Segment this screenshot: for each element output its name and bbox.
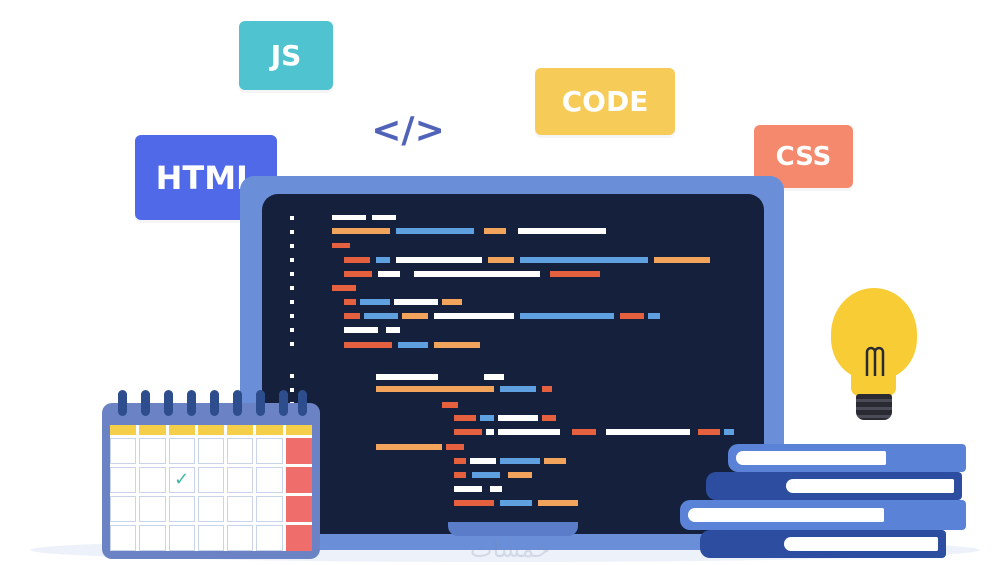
book-pages bbox=[688, 508, 884, 522]
calendar-day-cell bbox=[139, 525, 166, 551]
light-bulb-neck bbox=[851, 360, 896, 396]
calendar-weekend-cell bbox=[285, 467, 312, 493]
laptop-screen bbox=[262, 194, 764, 534]
calendar-grid: ✓ bbox=[110, 425, 312, 551]
calendar-day-cell bbox=[197, 496, 225, 522]
calendar-day-cell bbox=[256, 467, 283, 493]
js-tag: JS bbox=[239, 21, 333, 90]
code-bars bbox=[332, 215, 734, 506]
calendar-ring bbox=[210, 390, 219, 416]
watermark: خمسات bbox=[420, 534, 600, 564]
calendar-ring bbox=[187, 390, 196, 416]
code-lines-graphic bbox=[290, 215, 734, 506]
calendar-ring bbox=[279, 390, 288, 416]
watermark-text: خمسات bbox=[469, 535, 551, 563]
js-tag-label: JS bbox=[270, 39, 302, 72]
calendar-header-cell bbox=[227, 425, 254, 435]
line-number-gutter bbox=[290, 216, 294, 420]
calendar-ring bbox=[164, 390, 173, 416]
calendar-day-cell bbox=[197, 525, 225, 551]
calendar-header-cell bbox=[256, 425, 283, 435]
code-brackets-label: </> bbox=[371, 109, 445, 151]
calendar-weekend-cell bbox=[285, 438, 312, 464]
book-pages bbox=[736, 451, 886, 465]
calendar-weekend-cell bbox=[285, 525, 312, 551]
calendar-ring bbox=[141, 390, 150, 416]
calendar-day-cell bbox=[256, 438, 283, 464]
book-pages bbox=[786, 479, 954, 493]
calendar-ring bbox=[118, 390, 127, 416]
calendar-header-cell bbox=[285, 425, 312, 435]
calendar-day-cell bbox=[139, 438, 166, 464]
laptop-touchpad-notch bbox=[448, 522, 578, 536]
code-brackets-icon: </> bbox=[370, 105, 446, 155]
calendar-day-cell-checked: ✓ bbox=[168, 467, 195, 493]
calendar-day-cell bbox=[256, 496, 283, 522]
html-tag-label: HTML bbox=[155, 158, 257, 197]
calendar-day-cell bbox=[139, 496, 166, 522]
calendar-day-cell bbox=[110, 496, 137, 522]
calendar-day-cell bbox=[197, 438, 225, 464]
calendar-day-cell bbox=[227, 438, 254, 464]
calendar-header-cell bbox=[168, 425, 195, 435]
calendar-day-cell bbox=[168, 525, 195, 551]
calendar-day-cell bbox=[110, 438, 137, 464]
calendar-day-cell bbox=[110, 525, 137, 551]
light-bulb-base bbox=[856, 394, 892, 420]
calendar-day-cell bbox=[227, 496, 254, 522]
calendar-weekend-cell bbox=[285, 496, 312, 522]
calendar-day-cell bbox=[168, 438, 195, 464]
code-tag: CODE bbox=[535, 68, 675, 135]
calendar-day-cell bbox=[168, 496, 195, 522]
light-bulb-filament bbox=[865, 346, 885, 376]
book-pages bbox=[784, 537, 938, 551]
calendar-day-cell bbox=[110, 467, 137, 493]
css-tag-label: CSS bbox=[775, 141, 832, 172]
calendar-day-cell bbox=[139, 467, 166, 493]
check-icon: ✓ bbox=[174, 469, 190, 490]
calendar-ring bbox=[298, 390, 307, 416]
calendar-header-cell bbox=[139, 425, 166, 435]
calendar-header-cell bbox=[110, 425, 137, 435]
code-tag-label: CODE bbox=[561, 85, 649, 118]
calendar-day-cell bbox=[197, 467, 225, 493]
calendar-ring bbox=[256, 390, 265, 416]
calendar-header-cell bbox=[197, 425, 225, 435]
calendar-day-cell bbox=[227, 525, 254, 551]
calendar-day-cell bbox=[227, 467, 254, 493]
calendar-ring bbox=[233, 390, 242, 416]
calendar-day-cell bbox=[256, 525, 283, 551]
